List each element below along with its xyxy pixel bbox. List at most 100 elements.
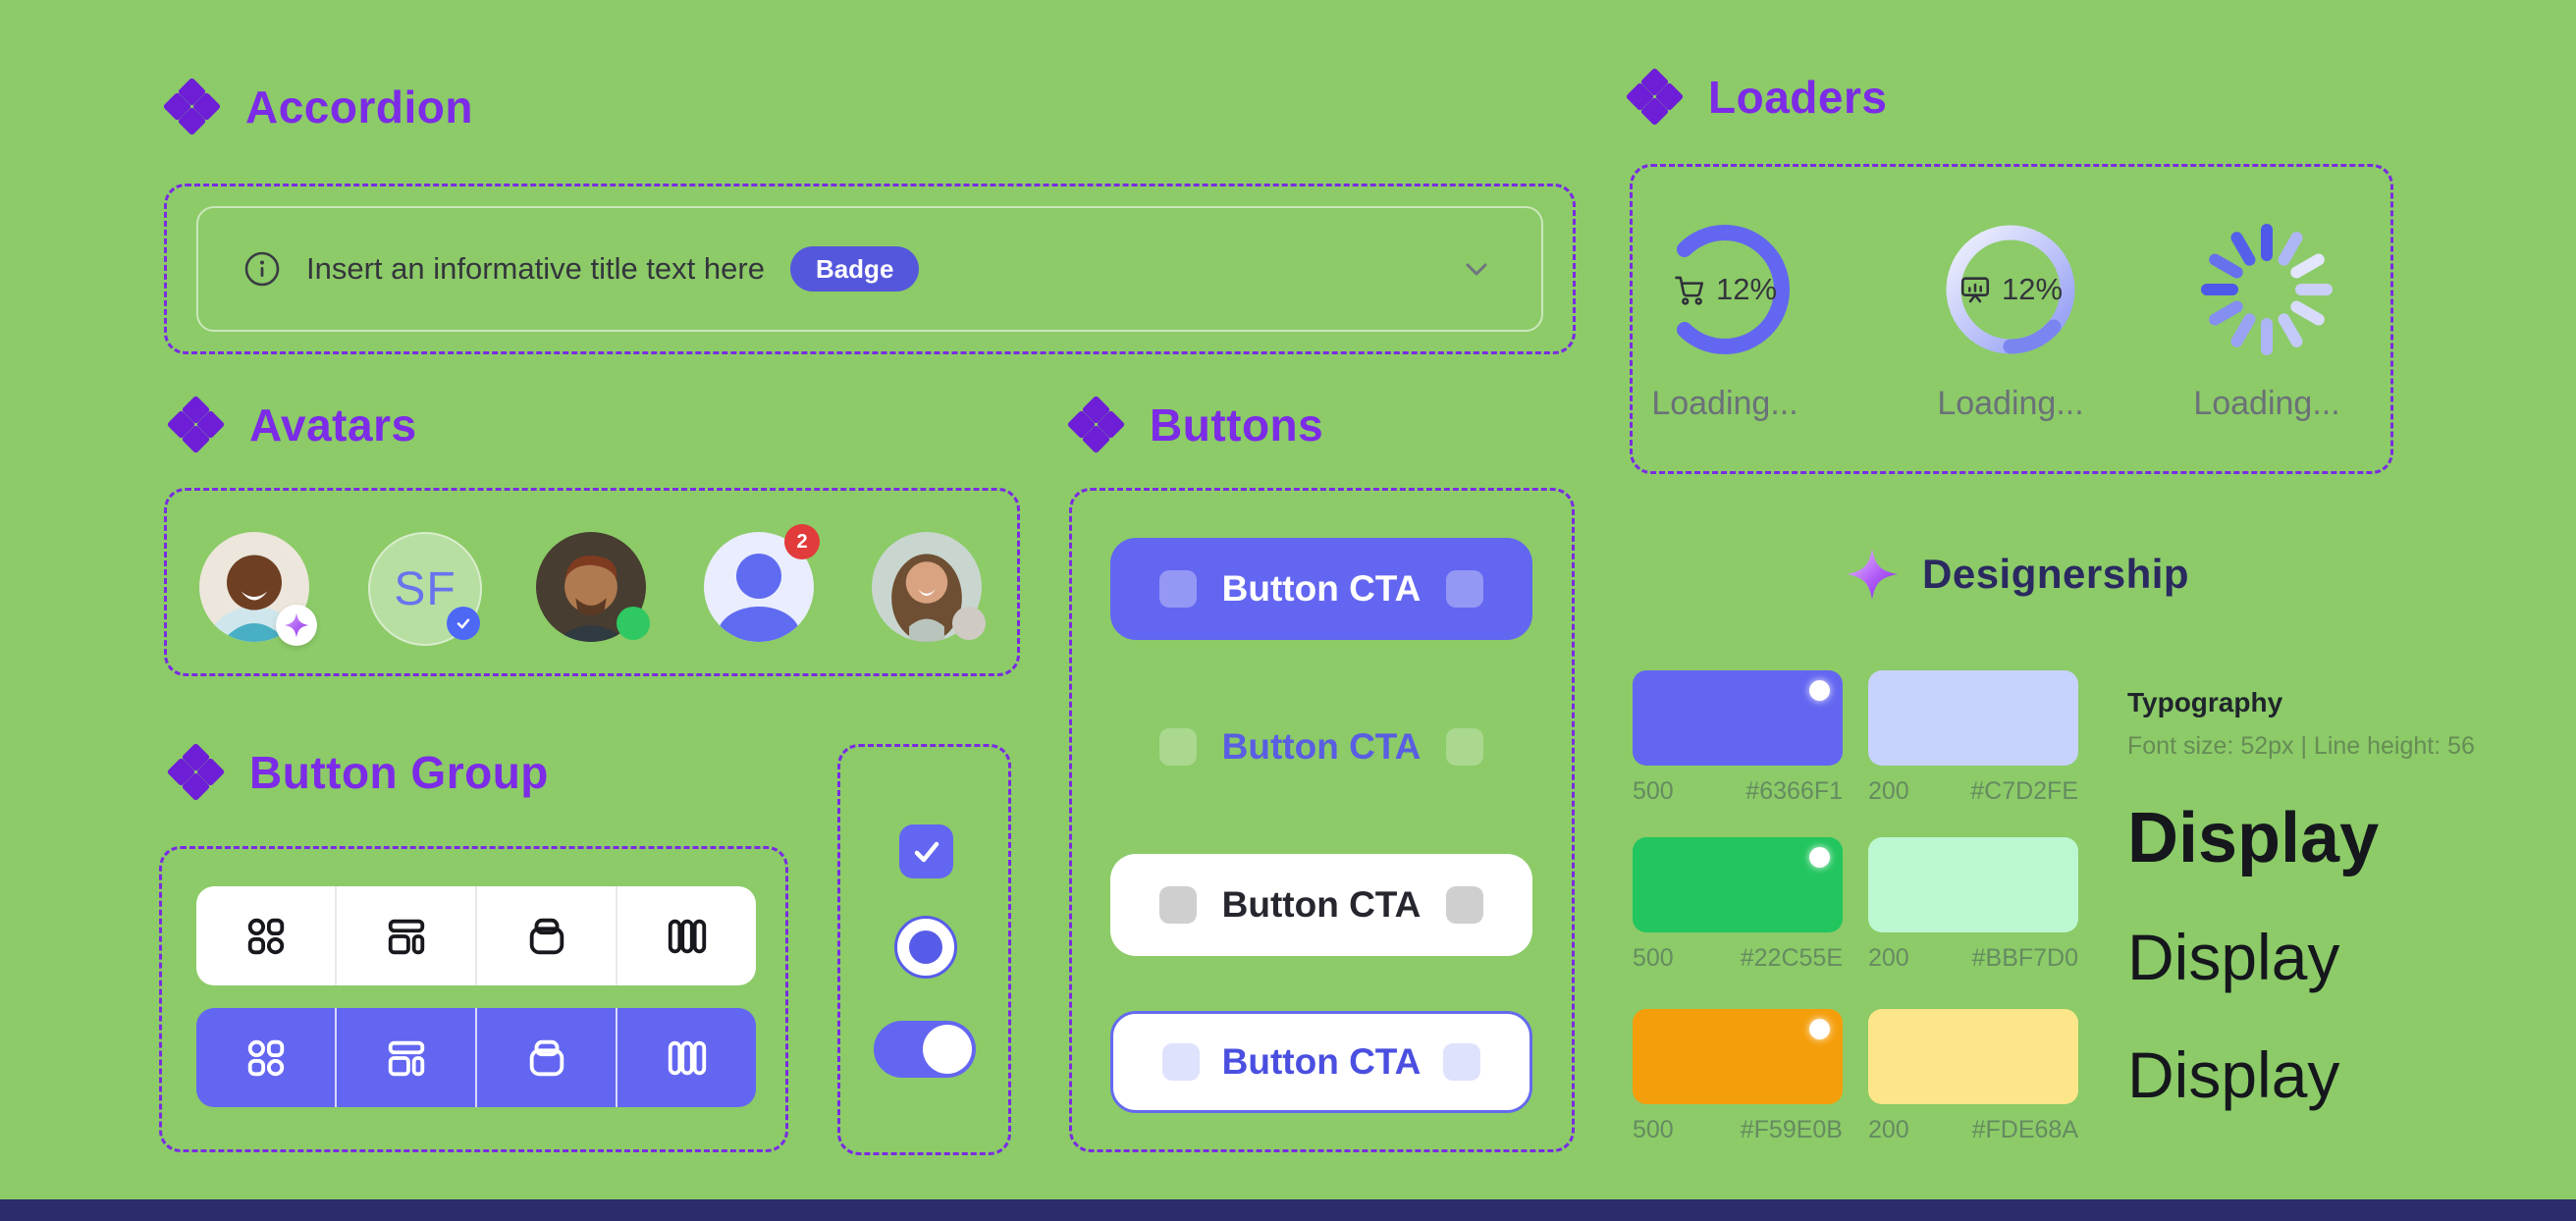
avatars-section-title: Avatars [166, 395, 417, 454]
swatch-hex: #C7D2FE [1970, 777, 2078, 805]
swatch-weight: 500 [1633, 777, 1674, 805]
brand-logo: Designership [1846, 548, 2189, 601]
loaders-demo-box: 12% Loading... 12% Loading... [1630, 164, 2393, 474]
button-group-demo-box [159, 846, 788, 1152]
segment-archive-button[interactable] [477, 886, 617, 985]
color-swatch-green-200: 200#BBF7D0 [1868, 837, 2078, 973]
loading-label: Loading... [2193, 385, 2340, 422]
typography-meta: Font size: 52px | Line height: 56 [2127, 732, 2475, 760]
segment-layout-button[interactable] [337, 1008, 477, 1107]
display-sample-light: Display [2127, 1038, 2340, 1111]
button-cta-outline[interactable]: Button CTA [1110, 1011, 1532, 1113]
layout-icon [388, 919, 424, 954]
toggle-switch-on[interactable] [874, 1021, 976, 1078]
archive-box-icon [529, 918, 564, 954]
avatar-photo-man-2 [536, 532, 650, 642]
swatch-hex: #22C55E [1740, 944, 1843, 972]
segment-grid-button[interactable] [196, 886, 337, 985]
color-swatch-indigo-500: 500#6366F1 [1633, 670, 1843, 806]
avatar-photo-woman [872, 532, 986, 642]
spinner-icon [2193, 216, 2340, 363]
avatar-photo-man-1 [199, 532, 317, 646]
button-cta-ghost[interactable]: Button CTA [1110, 696, 1532, 798]
color-swatch-amber-500: 500#F59E0B [1633, 1009, 1843, 1144]
progress-ring [1660, 225, 1790, 354]
accordion-demo-box: Insert an informative title text here Ba… [164, 184, 1576, 354]
controls-demo-box [837, 744, 1011, 1155]
display-sample-medium: Display [2127, 921, 2340, 993]
chevron-down-icon [1466, 263, 1487, 276]
grid-icon [247, 1039, 284, 1076]
avatars-title: Avatars [249, 399, 417, 451]
swatch-hex: #BBF7D0 [1971, 944, 2078, 972]
info-icon [244, 251, 280, 287]
loader-progress-presentation: 12% [1937, 216, 2084, 363]
color-swatch-green-500: 500 #22C55E [1633, 837, 1843, 973]
notification-count-badge: 2 [784, 524, 820, 559]
swatch-weight: 500 [1633, 1116, 1674, 1143]
sparkle-badge [276, 605, 317, 646]
button-group-section-title: Button Group [166, 742, 549, 802]
diamond-cluster-icon [1066, 395, 1126, 454]
swatch-weight: 200 [1868, 1116, 1909, 1143]
avatar-placeholder: 2 [704, 524, 820, 642]
icon-placeholder [1159, 728, 1197, 766]
swatch-rect [1868, 670, 2078, 766]
radio-selected[interactable] [894, 916, 957, 979]
loading-label: Loading... [1937, 385, 2084, 422]
button-cta-secondary[interactable]: Button CTA [1110, 854, 1532, 956]
designership-sparkle-icon [1847, 549, 1898, 600]
loaders-title: Loaders [1708, 72, 1888, 123]
selected-dot [1809, 1019, 1830, 1039]
avatars-demo-box: SF 2 [164, 488, 1020, 676]
buttons-demo-box: Button CTA Button CTA Button CTA Button … [1069, 488, 1575, 1152]
color-swatch-indigo-200: 200#C7D2FE [1868, 670, 2078, 806]
accordion-row-text: Insert an informative title text here [306, 251, 765, 286]
verified-badge [447, 607, 480, 640]
accordion-header-row[interactable]: Insert an informative title text here Ba… [196, 206, 1543, 332]
accordion-section-title: Accordion [162, 77, 473, 136]
icon-placeholder [1159, 886, 1197, 924]
avatar-initials-text: SF [394, 562, 456, 615]
swatch-rect [1868, 1009, 2078, 1104]
icon-placeholder [1159, 570, 1197, 608]
icon-placeholder [1162, 1043, 1200, 1081]
diamond-cluster-icon [166, 742, 226, 802]
loader-percent: 12% [1715, 272, 1778, 306]
button-label: Button CTA [1221, 726, 1422, 767]
segment-columns-button[interactable] [617, 1008, 756, 1107]
button-label: Button CTA [1221, 568, 1422, 609]
segment-grid-button[interactable] [196, 1008, 337, 1107]
icon-placeholder [1446, 728, 1483, 766]
diamond-cluster-icon [166, 395, 226, 454]
accordion-title: Accordion [245, 81, 473, 133]
selected-dot [1809, 680, 1830, 701]
icon-placeholder [1443, 1043, 1480, 1081]
check-icon [456, 618, 470, 629]
status-badge: Badge [789, 246, 920, 292]
segment-archive-button[interactable] [477, 1008, 617, 1107]
swatch-hex: #FDE68A [1971, 1116, 2078, 1143]
typography-block: Typography Font size: 52px | Line height… [2127, 687, 2475, 761]
diamond-cluster-icon [162, 77, 222, 136]
button-cta-primary[interactable]: Button CTA [1110, 538, 1532, 640]
segment-layout-button[interactable] [337, 886, 477, 985]
button-label: Button CTA [1221, 1041, 1422, 1082]
loaders-section-title: Loaders [1625, 67, 1888, 127]
segment-columns-button[interactable] [617, 886, 756, 985]
shopping-cart-icon [1675, 276, 1703, 305]
button-label: Button CTA [1221, 884, 1422, 925]
swatch-weight: 500 [1633, 944, 1674, 972]
icon-placeholder [1446, 570, 1483, 608]
presentation-chart-icon [1960, 277, 1989, 303]
progress-ring-gradient [1946, 225, 2075, 354]
loader-progress-cart: 12% [1651, 216, 1798, 363]
loading-label: Loading... [1651, 385, 1798, 422]
button-group-title: Button Group [249, 747, 549, 798]
swatch-rect [1868, 837, 2078, 932]
buttons-title: Buttons [1150, 399, 1324, 451]
checkbox-checked[interactable] [899, 824, 953, 878]
selected-dot [1809, 847, 1830, 868]
swatch-rect [1633, 1009, 1843, 1104]
